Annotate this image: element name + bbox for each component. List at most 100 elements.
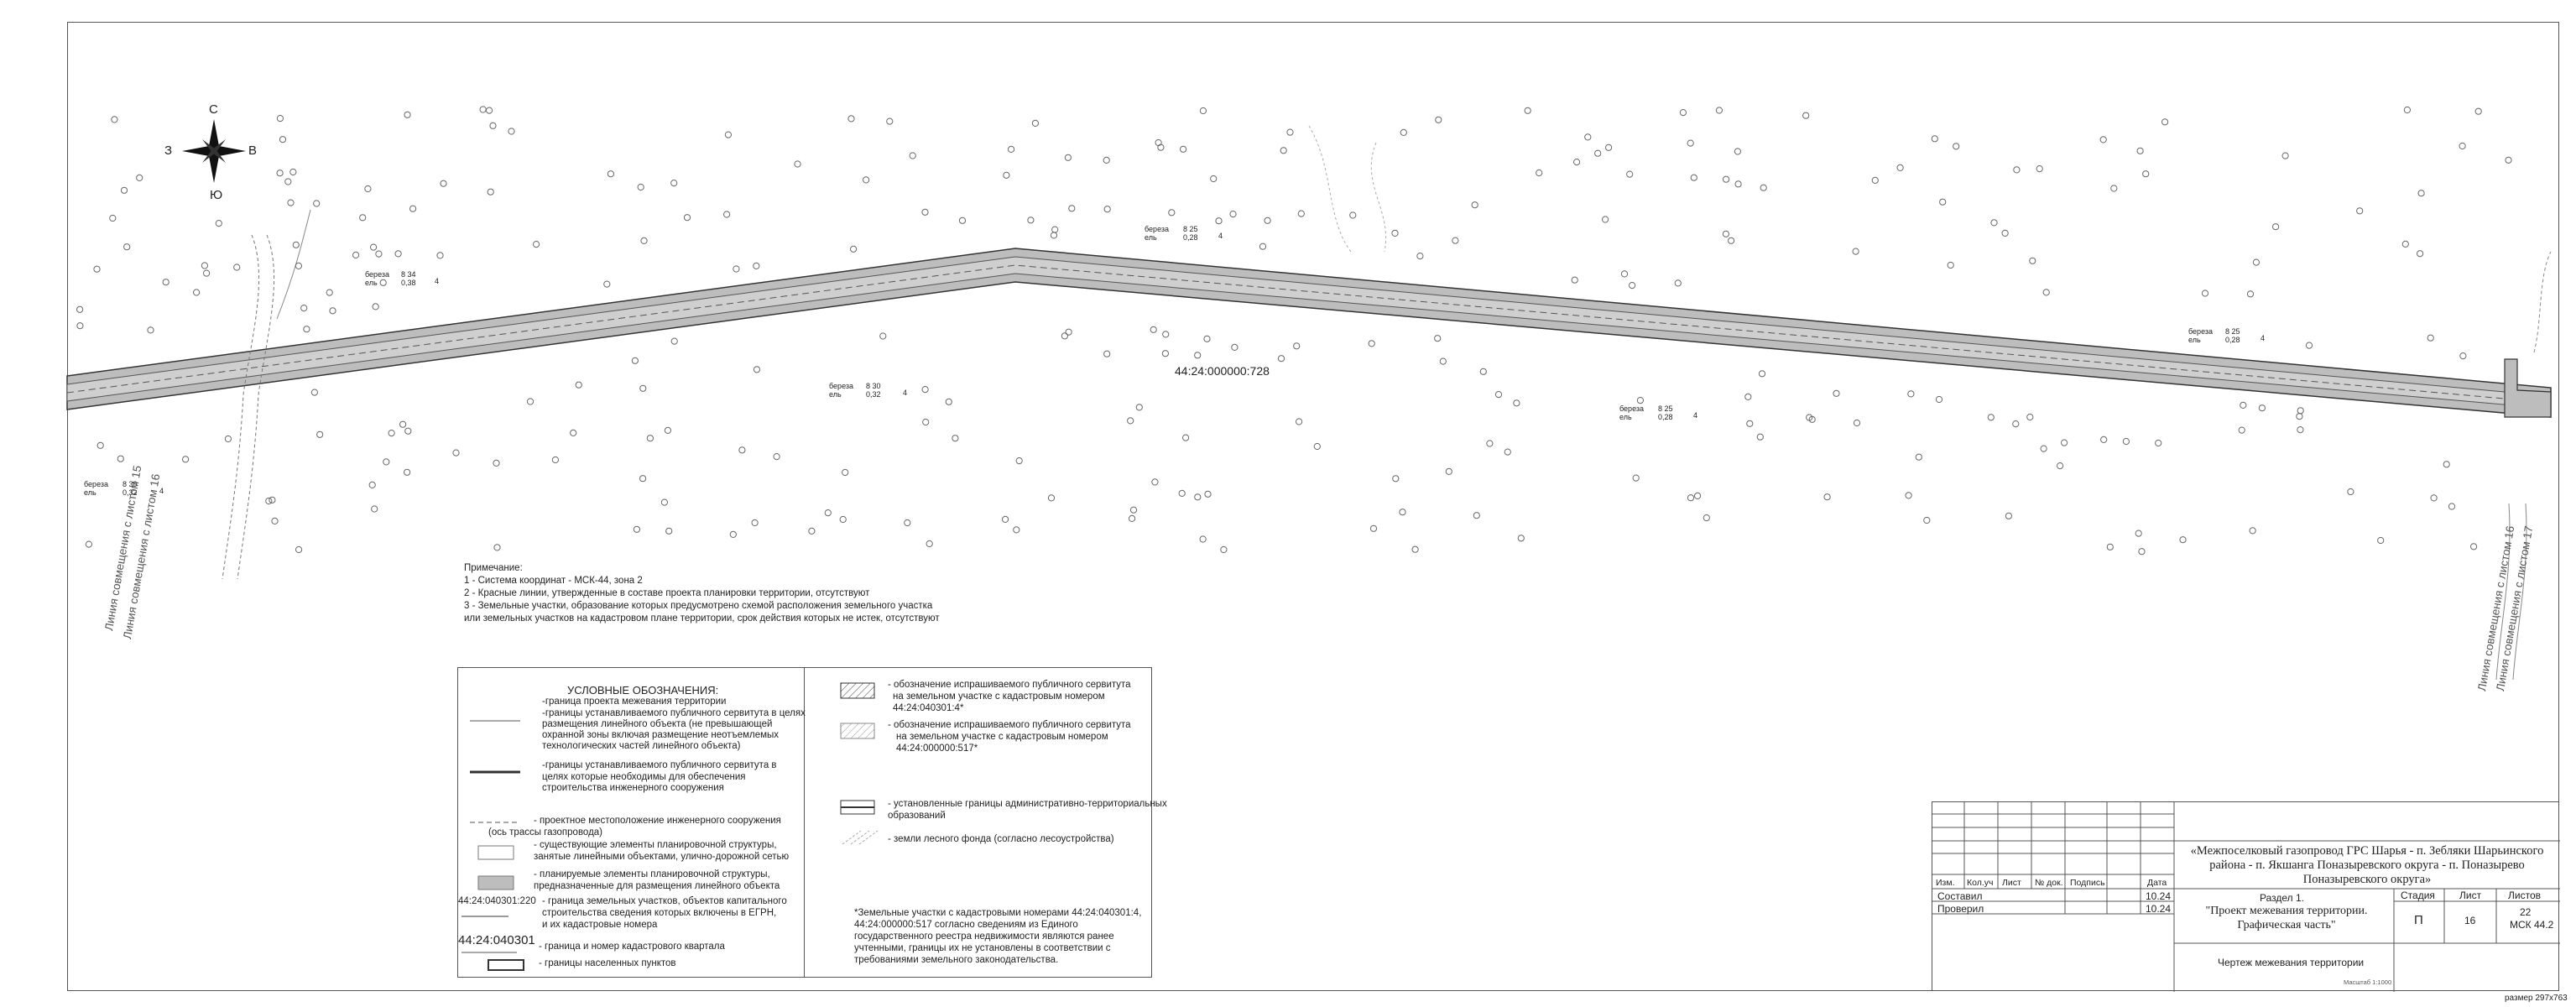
tree-symbol	[136, 174, 143, 181]
legend-quarter-sample: 44:24:040301	[458, 933, 535, 947]
compass-west-label: З	[164, 143, 173, 158]
stamp-sheets-label: Листов	[2508, 890, 2541, 901]
tree-symbol	[1626, 170, 1634, 178]
tree-symbol	[2042, 289, 2050, 296]
tree-symbol	[945, 398, 952, 405]
tree-symbol	[2252, 258, 2260, 266]
tree-symbol	[1003, 171, 1010, 179]
tree-symbol	[2417, 190, 2425, 197]
tree-symbol	[364, 185, 372, 193]
tree-symbol	[1536, 169, 1543, 177]
tree-symbol	[1915, 453, 1922, 461]
tree-symbol	[863, 176, 870, 184]
legend-footnote: требованиями земельного законодательства…	[854, 955, 1059, 965]
tree-symbol	[1280, 147, 1287, 154]
tree-symbol	[1434, 335, 1442, 342]
tree-symbol	[1833, 389, 1840, 397]
tree-symbol	[2417, 250, 2424, 258]
tree-symbol	[729, 530, 737, 539]
tree-symbol	[1571, 276, 1578, 284]
tree-symbol	[1504, 448, 1511, 456]
tree-symbol	[1758, 370, 1766, 378]
tree-symbol	[824, 509, 832, 517]
tree-symbol	[147, 326, 154, 334]
tree-symbol	[2305, 342, 2313, 349]
tree-symbol	[2296, 413, 2303, 420]
tree-symbol	[1008, 145, 1015, 153]
tree-symbol	[379, 279, 387, 286]
forest-path	[276, 209, 311, 320]
legend-item: размещения линейного объекта (не превыша…	[542, 719, 773, 729]
tree-symbol	[1103, 206, 1111, 213]
legend-item: -границы устанавливаемого публичного сер…	[542, 708, 806, 718]
tree-symbol	[1135, 404, 1143, 411]
tree-symbol	[1286, 128, 1294, 136]
tree-symbol	[76, 322, 84, 330]
legend: УСЛОВНЫЕ ОБОЗНАЧЕНИЯ: -граница проекта м…	[457, 667, 1167, 978]
tree-symbol	[1905, 492, 1912, 499]
tree-symbol	[1452, 237, 1459, 244]
tree-symbol	[1486, 440, 1494, 447]
tree-symbol	[1411, 545, 1419, 553]
tree-symbol	[1296, 418, 1303, 425]
stamp-sheets-value: 22	[2520, 906, 2532, 918]
tree-symbol	[265, 497, 273, 505]
tree-count: 4	[903, 389, 908, 397]
tree-symbol	[1605, 143, 1613, 151]
tree-symbol	[1199, 107, 1207, 115]
tree-symbol	[1760, 184, 1767, 191]
tree-symbol	[1151, 478, 1159, 486]
tree-count: 4	[2261, 334, 2266, 342]
tree-symbol	[2240, 401, 2247, 409]
tree-symbol	[2238, 426, 2245, 434]
tree-symbol	[670, 180, 678, 187]
tree-symbol	[1852, 248, 1859, 255]
tree-symbol	[1220, 545, 1228, 554]
legend-item: - существующие элементы планировочной ст…	[534, 840, 777, 850]
stamp-section-title: "Проект межевания территории. Графическа…	[2205, 905, 2368, 931]
tree-symbol	[551, 456, 560, 464]
legend-item: технологических частей линейного объекта…	[542, 741, 741, 751]
tree-symbol	[1823, 493, 1831, 501]
tree-symbol	[1471, 201, 1478, 209]
tree-symbol	[404, 111, 411, 118]
corridor-end-bend	[2504, 358, 2552, 418]
tree-symbol	[2401, 240, 2409, 248]
tree-symbol	[370, 243, 378, 251]
tree-symbol	[1127, 417, 1134, 425]
tree-symbol	[2505, 156, 2512, 164]
tree-symbol	[201, 262, 208, 269]
tree-symbol	[570, 429, 577, 437]
tree-symbol	[2040, 445, 2047, 452]
tree-symbol	[1953, 143, 1960, 150]
tree-symbol	[2430, 494, 2438, 502]
legend-item: (ось трассы газопровода)	[488, 827, 603, 837]
tree-symbol	[316, 430, 324, 438]
legend-title: УСЛОВНЫЕ ОБОЗНАЧЕНИЯ:	[567, 684, 719, 697]
legend-item: 44:24:000000:517*	[896, 744, 978, 754]
tree-symbol	[193, 289, 201, 296]
tree-symbol	[394, 250, 402, 258]
tree-symbol	[1687, 494, 1695, 502]
tree-symbol	[2161, 118, 2169, 126]
tree-symbol	[773, 453, 780, 461]
stamp-stage-value: П	[2414, 913, 2423, 927]
tree-symbol	[1013, 526, 1020, 534]
tree-symbol	[2249, 527, 2256, 535]
tree-symbol	[1744, 393, 1752, 400]
stamp-date: 10.24	[2146, 903, 2172, 915]
stamp-org: МСК 44.2	[2510, 919, 2554, 931]
legend-divider	[804, 668, 805, 977]
tree-symbol	[639, 475, 647, 483]
stamp-checked-label: Проверил	[1937, 903, 1984, 915]
legend-item: целях которые необходимы для обеспечения	[542, 772, 746, 782]
tree-symbol	[111, 116, 118, 123]
tree-symbol	[1931, 135, 1938, 143]
note-line: 1 - Система координат - МСК-44, зона 2	[464, 576, 643, 586]
tree-symbol	[839, 515, 847, 524]
tree-symbol	[1215, 217, 1223, 225]
tree-symbol	[723, 211, 731, 218]
tree-symbol	[850, 245, 858, 253]
